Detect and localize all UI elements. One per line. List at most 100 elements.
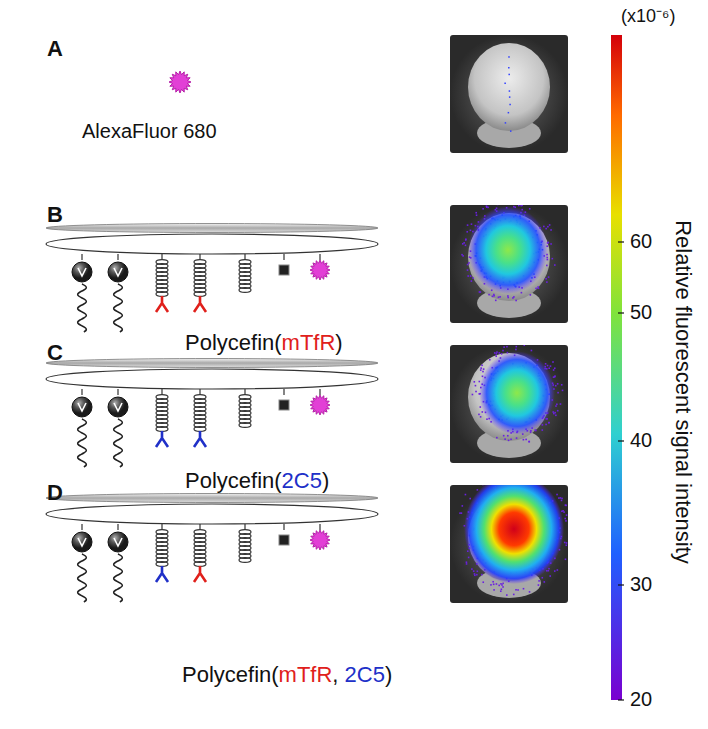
peg-tail	[78, 284, 87, 332]
signal-blob	[468, 206, 548, 294]
signal-speck	[549, 575, 551, 577]
signal-speck	[507, 295, 509, 297]
signal-speck	[550, 243, 552, 245]
signal-speck	[516, 437, 518, 439]
signal-speck	[492, 296, 494, 298]
tick-mark	[618, 440, 624, 441]
construct-name: Polycefin(	[182, 662, 279, 687]
signal-speck	[528, 441, 530, 443]
signal-speck	[548, 276, 550, 278]
signal-speck	[508, 440, 510, 442]
signal-speck	[488, 294, 490, 296]
signal-speck	[462, 243, 464, 245]
panel-letter: A	[47, 36, 63, 61]
signal-speck	[550, 365, 552, 367]
signal-speck	[537, 286, 539, 288]
signal-speck	[493, 589, 495, 591]
signal-speck	[515, 589, 517, 591]
signal-speck	[462, 505, 464, 507]
signal-speck	[467, 269, 469, 271]
signal-speck	[552, 361, 554, 363]
antibody-y	[156, 431, 168, 447]
antibody-name: mTfR	[279, 662, 333, 687]
tick-label: 60	[630, 230, 652, 253]
signal-speck	[529, 208, 531, 210]
signal-speck	[561, 498, 563, 500]
tick-mark	[618, 584, 624, 585]
tether	[283, 389, 284, 395]
backbone-rod	[46, 359, 378, 368]
signal-speck	[499, 352, 501, 354]
signal-speck	[557, 392, 559, 394]
signal-speck	[480, 367, 482, 369]
fluorophore-name: AlexaFluor 680	[82, 120, 217, 143]
signal-speck	[528, 441, 530, 443]
signal-speck	[472, 394, 474, 396]
signal-speck	[477, 489, 479, 491]
signal-speck	[564, 518, 566, 520]
tick-label: 40	[630, 429, 652, 452]
signal-speck	[475, 385, 477, 387]
image-ground	[450, 205, 568, 323]
signal-speck	[505, 122, 507, 124]
construct-name: ,	[332, 662, 344, 687]
signal-speck	[548, 422, 550, 424]
signal-speck	[521, 205, 523, 206]
signal-speck	[507, 297, 509, 299]
antibody-y	[156, 296, 168, 312]
signal-speck	[501, 588, 503, 590]
signal-speck	[470, 230, 472, 232]
antibody-name: mTfR	[282, 330, 336, 355]
tether	[81, 524, 82, 530]
signal-speck	[500, 583, 502, 585]
signal-speck	[472, 277, 474, 279]
v-mark	[114, 403, 122, 411]
signal-speck	[541, 429, 543, 431]
signal-speck	[482, 411, 484, 413]
signal-speck	[554, 570, 556, 572]
signal-speck	[506, 346, 508, 348]
signal-speck	[568, 527, 569, 529]
signal-speck	[565, 505, 567, 507]
signal-speck	[518, 205, 520, 206]
tick-mark	[618, 241, 624, 242]
tick-mark	[618, 312, 624, 313]
signal-blob	[464, 485, 564, 584]
signal-speck	[474, 574, 476, 576]
signal-speck	[557, 410, 559, 412]
signal-speck	[538, 580, 540, 582]
signal-speck	[554, 412, 556, 414]
signal-speck	[566, 514, 568, 516]
signal-speck	[474, 381, 476, 383]
signal-speck	[476, 574, 478, 576]
signal-speck	[495, 355, 497, 357]
signal-speck	[508, 74, 510, 76]
signal-blob	[479, 351, 555, 435]
signal-speck	[499, 296, 501, 298]
signal-speck	[496, 351, 498, 353]
signal-speck	[480, 369, 482, 371]
signal-speck	[500, 590, 502, 592]
signal-speck	[483, 368, 485, 370]
brain-image	[450, 344, 568, 463]
backbone-rod	[46, 224, 378, 233]
tether	[117, 254, 118, 260]
image-ground	[450, 345, 568, 463]
signal-speck	[547, 242, 549, 244]
linker-coil	[239, 423, 251, 428]
signal-speck	[523, 588, 525, 590]
signal-speck	[565, 504, 567, 506]
brain-image	[450, 35, 568, 153]
signal-speck	[477, 570, 479, 572]
signal-speck	[510, 130, 512, 132]
signal-speck	[565, 544, 567, 546]
signal-speck	[515, 349, 517, 351]
signal-speck	[531, 350, 533, 352]
construct-label: Polycefin(mTfR, 2C5)	[182, 662, 392, 687]
signal-speck	[516, 346, 518, 348]
signal-speck	[504, 83, 506, 85]
signal-speck	[497, 205, 499, 206]
signal-speck	[501, 353, 503, 355]
signal-speck	[493, 294, 495, 296]
antibody-name: 2C5	[345, 662, 385, 687]
